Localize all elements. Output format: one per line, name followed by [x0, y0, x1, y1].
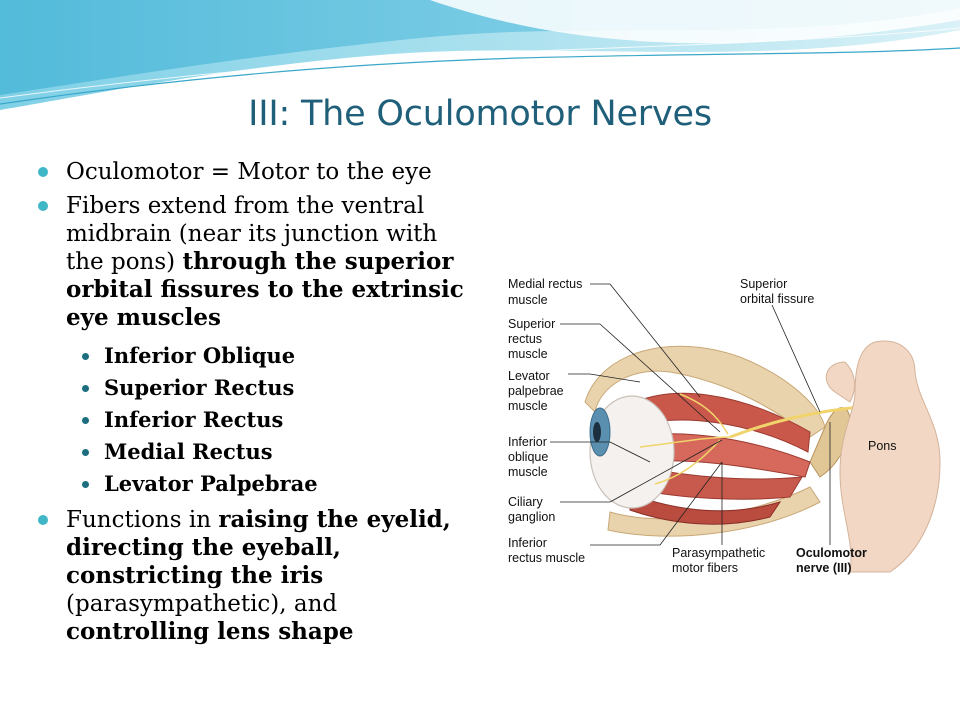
sub-bullet-text: Inferior Rectus [104, 407, 284, 432]
sub-bullet-item: Levator Palpebrae [66, 468, 478, 500]
label-medial-rectus: muscle [508, 293, 548, 307]
bullet-dot-icon [38, 201, 48, 211]
bullet-text: Fibers extend from the ventral midbrain … [66, 193, 438, 275]
bullet-item: Oculomotor = Motor to the eye [38, 158, 478, 186]
label-superior-rectus: muscle [508, 347, 548, 361]
label-parasympathetic-fibers: Parasympathetic [672, 546, 765, 560]
bullet-text-bold: raising the eyelid, directing the eyebal… [66, 506, 451, 589]
bullet-text: (parasympathetic), and [66, 591, 338, 617]
label-inferior-rectus: rectus muscle [508, 551, 585, 565]
label-oculomotor-nerve: Oculomotor [796, 546, 867, 560]
bullet-dot-icon [38, 167, 48, 177]
label-inferior-oblique: Inferior [508, 435, 547, 449]
anatomy-illustration: Medial rectus muscle Superior rectus mus… [508, 277, 941, 575]
label-superior-rectus: Superior [508, 317, 555, 331]
sub-bullet-item: Superior Rectus [66, 372, 478, 404]
bullet-dot-icon [38, 515, 48, 525]
label-pons: Pons [868, 439, 897, 453]
label-oculomotor-nerve: nerve (III) [796, 561, 852, 575]
slide-title: III: The Oculomotor Nerves [248, 94, 712, 134]
label-inferior-oblique: muscle [508, 465, 548, 479]
label-levator: muscle [508, 399, 548, 413]
sub-bullet-item: Medial Rectus [66, 436, 478, 468]
bullet-text-bold: through the superior orbital fissures to… [66, 248, 464, 331]
bullet-text: Oculomotor = Motor to the eye [66, 159, 432, 185]
sub-bullet-item: Inferior Oblique [66, 340, 478, 372]
sub-bullet-item: Inferior Rectus [66, 404, 478, 436]
label-superior-rectus: rectus [508, 332, 542, 346]
label-inferior-rectus: Inferior [508, 536, 547, 550]
label-inferior-oblique: oblique [508, 450, 548, 464]
sub-bullet-text: Inferior Oblique [104, 343, 296, 368]
sub-bullet-dot-icon [82, 417, 89, 424]
label-superior-orbital-fissure: orbital fissure [740, 292, 814, 306]
bullet-item: Fibers extend from the ventral midbrain … [38, 192, 478, 500]
oculomotor-anatomy-figure: Medial rectus muscle Superior rectus mus… [490, 262, 948, 582]
bullet-list: Oculomotor = Motor to the eye Fibers ext… [38, 158, 478, 652]
label-medial-rectus: Medial rectus [508, 277, 582, 291]
label-levator: palpebrae [508, 384, 564, 398]
bullet-item: Functions in raising the eyelid, directi… [38, 506, 478, 646]
label-parasympathetic-fibers: motor fibers [672, 561, 738, 575]
bullet-text: Functions in [66, 507, 219, 533]
sub-bullet-text: Levator Palpebrae [104, 471, 318, 496]
sub-bullet-dot-icon [82, 449, 89, 456]
bullet-text-bold: controlling lens shape [66, 618, 354, 645]
label-levator: Levator [508, 369, 550, 383]
header-wave-decoration [0, 0, 960, 110]
sub-bullet-text: Superior Rectus [104, 375, 295, 400]
label-ciliary-ganglion: Ciliary [508, 495, 543, 509]
sub-bullet-dot-icon [82, 481, 89, 488]
sub-bullet-text: Medial Rectus [104, 439, 273, 464]
sub-bullet-dot-icon [82, 353, 89, 360]
sub-bullet-list: Inferior Oblique Superior Rectus Inferio… [66, 340, 478, 500]
sub-bullet-dot-icon [82, 385, 89, 392]
label-superior-orbital-fissure: Superior [740, 277, 787, 291]
label-ciliary-ganglion: ganglion [508, 510, 555, 524]
